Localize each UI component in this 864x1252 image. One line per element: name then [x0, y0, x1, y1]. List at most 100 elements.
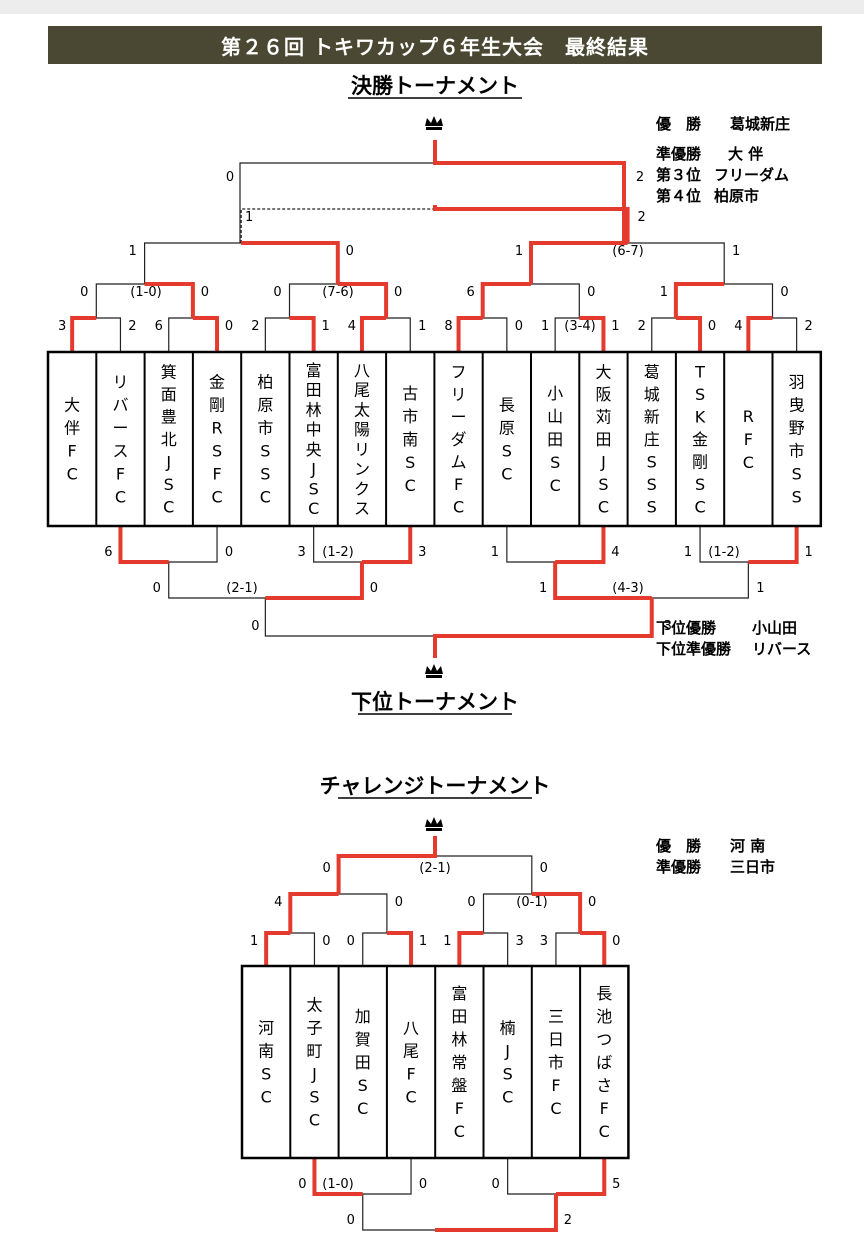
winner-line — [457, 931, 484, 966]
winner-line — [241, 241, 340, 284]
score: 2 — [564, 1213, 572, 1228]
winner-line — [337, 282, 389, 318]
score: 1 — [660, 285, 668, 300]
crown-icon — [425, 817, 443, 831]
score: 0 — [587, 285, 595, 300]
score: 2 — [636, 170, 644, 185]
score: 1 — [684, 545, 692, 560]
svg-text:大 伴: 大 伴 — [728, 145, 763, 163]
score: 1 — [732, 244, 740, 259]
score: 0 — [251, 619, 259, 634]
score: 1 — [611, 319, 619, 334]
score: 0 — [322, 861, 330, 876]
score: 4 — [348, 319, 356, 334]
svg-text:優 勝: 優 勝 — [655, 115, 702, 133]
bracket-connector — [507, 1158, 605, 1195]
winner-line — [456, 316, 483, 352]
score: 1 — [805, 545, 813, 560]
challenge-results: 優 勝河 南 準優勝三日市 — [655, 837, 775, 876]
pk-score: (1-2) — [708, 545, 739, 560]
winner-line — [118, 526, 169, 564]
bracket-connector — [265, 932, 316, 966]
winner-line — [748, 526, 799, 564]
score: 0 — [153, 581, 161, 596]
winner-line — [531, 892, 583, 933]
pk-score: (7-6) — [322, 285, 353, 300]
top-strip — [0, 0, 864, 14]
score: 0 — [780, 285, 788, 300]
svg-text:優 勝: 優 勝 — [655, 837, 702, 855]
score: 0 — [612, 934, 620, 949]
winner-line — [433, 598, 654, 658]
score: 0 — [225, 545, 233, 560]
winner-line — [336, 836, 437, 894]
bracket-connector — [119, 526, 218, 563]
score: 1 — [250, 934, 258, 949]
score: 4 — [734, 319, 742, 334]
score: 3 — [540, 934, 548, 949]
bracket-connector — [144, 242, 339, 284]
crown-icon — [425, 116, 443, 130]
winner-line — [359, 316, 387, 352]
winner-line — [553, 562, 652, 600]
bracket-connector — [361, 317, 411, 352]
bracket-connector — [482, 283, 580, 318]
svg-text:準優勝: 準優勝 — [656, 858, 702, 876]
winner-line — [144, 282, 195, 318]
winner-line — [70, 316, 97, 352]
bracket-connector — [554, 562, 749, 599]
winner-line — [555, 1158, 607, 1196]
winner-line — [433, 140, 626, 243]
score: 0 — [273, 285, 281, 300]
bracket-connector — [289, 893, 388, 933]
score: 3 — [418, 545, 426, 560]
score: 3 — [58, 319, 66, 334]
svg-text:第３位: 第３位 — [656, 166, 701, 184]
pk-score: (2-1) — [419, 861, 450, 876]
winner-line — [579, 316, 606, 352]
title-lower: 下位トーナメント — [351, 690, 519, 714]
score: 0 — [80, 285, 88, 300]
page-title: 第２６回 トキワカップ６年生大会 最終結果 — [48, 26, 822, 64]
winner-line — [192, 316, 220, 352]
bracket-connector — [675, 283, 774, 318]
winner-line — [529, 241, 628, 284]
winner-line — [265, 562, 364, 600]
pk-score: (0-1) — [516, 895, 547, 910]
score: 5 — [612, 1177, 620, 1192]
score: 1 — [443, 934, 451, 949]
score: 0 — [298, 1177, 306, 1192]
winner-line — [580, 931, 607, 966]
main-results: 優 勝葛城新庄 準優勝大 伴 第３位フリーダム 第４位柏原市 — [655, 115, 790, 205]
score: 2 — [805, 319, 813, 334]
bracket-connector — [168, 317, 218, 352]
score: 0 — [395, 895, 403, 910]
score: 2 — [638, 319, 646, 334]
score: 8 — [444, 319, 452, 334]
winner-line — [746, 316, 773, 352]
final-connector — [264, 598, 653, 637]
lower-results: 下位優勝小山田 下位準優勝リバース — [656, 619, 811, 658]
pk-score: (1-0) — [322, 1177, 353, 1192]
score: 0 — [492, 1177, 500, 1192]
score: 0 — [346, 244, 354, 259]
final-connector — [362, 1194, 557, 1231]
score: 0 — [347, 934, 355, 949]
